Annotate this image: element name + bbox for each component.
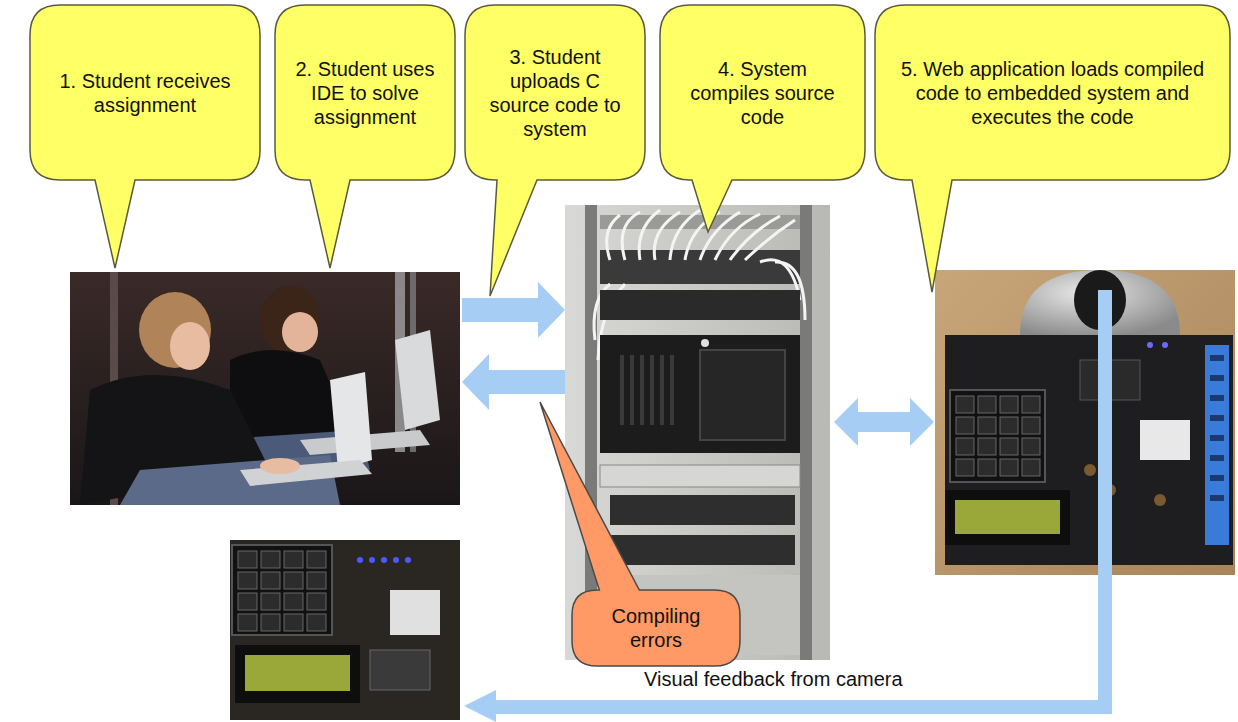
callout-outline — [30, 5, 260, 180]
callout-text: 2. Student uses IDE to solve assignment — [291, 57, 439, 129]
step-callout: 5. Web application loads compiled code t… — [875, 5, 1230, 180]
error-callout: Compiling errors — [572, 590, 740, 666]
step-callout: 2. Student uses IDE to solve assignment — [275, 5, 455, 180]
callout-text-group: 1. Student receives assignment — [46, 69, 244, 117]
callout-text: Compiling errors — [588, 604, 724, 652]
callout-text-group: 3. Student uploads C source code to syst… — [481, 45, 629, 141]
small-board-photo — [230, 540, 460, 720]
step-callout: 1. Student receives assignment — [30, 5, 260, 180]
step-callout: 4. System compiles source code — [660, 5, 865, 180]
camera-feedback-arrow — [464, 290, 1112, 722]
step-callout: 3. Student uploads C source code to syst… — [465, 5, 645, 180]
arrow-label: Visual feedback from camera — [640, 668, 907, 691]
load-arrow — [834, 398, 934, 446]
callout-text: 1. Student receives assignment — [46, 69, 244, 117]
callout-text: 3. Student uploads C source code to syst… — [481, 45, 629, 141]
callout-text-group: 5. Web application loads compiled code t… — [891, 57, 1214, 129]
callout-text-group: Compiling errors — [588, 604, 724, 652]
callout-text: 5. Web application loads compiled code t… — [891, 57, 1214, 129]
students-photo — [70, 272, 460, 505]
errors-arrow — [462, 354, 565, 410]
callout-text: 4. System compiles source code — [676, 57, 849, 129]
callout-outline — [572, 590, 740, 666]
callout-text-group: 2. Student uses IDE to solve assignment — [291, 57, 439, 129]
embedded-board-photo — [935, 270, 1235, 575]
callout-outline — [465, 5, 645, 180]
callout-text-group: 4. System compiles source code — [676, 57, 849, 129]
upload-arrow — [462, 282, 565, 338]
